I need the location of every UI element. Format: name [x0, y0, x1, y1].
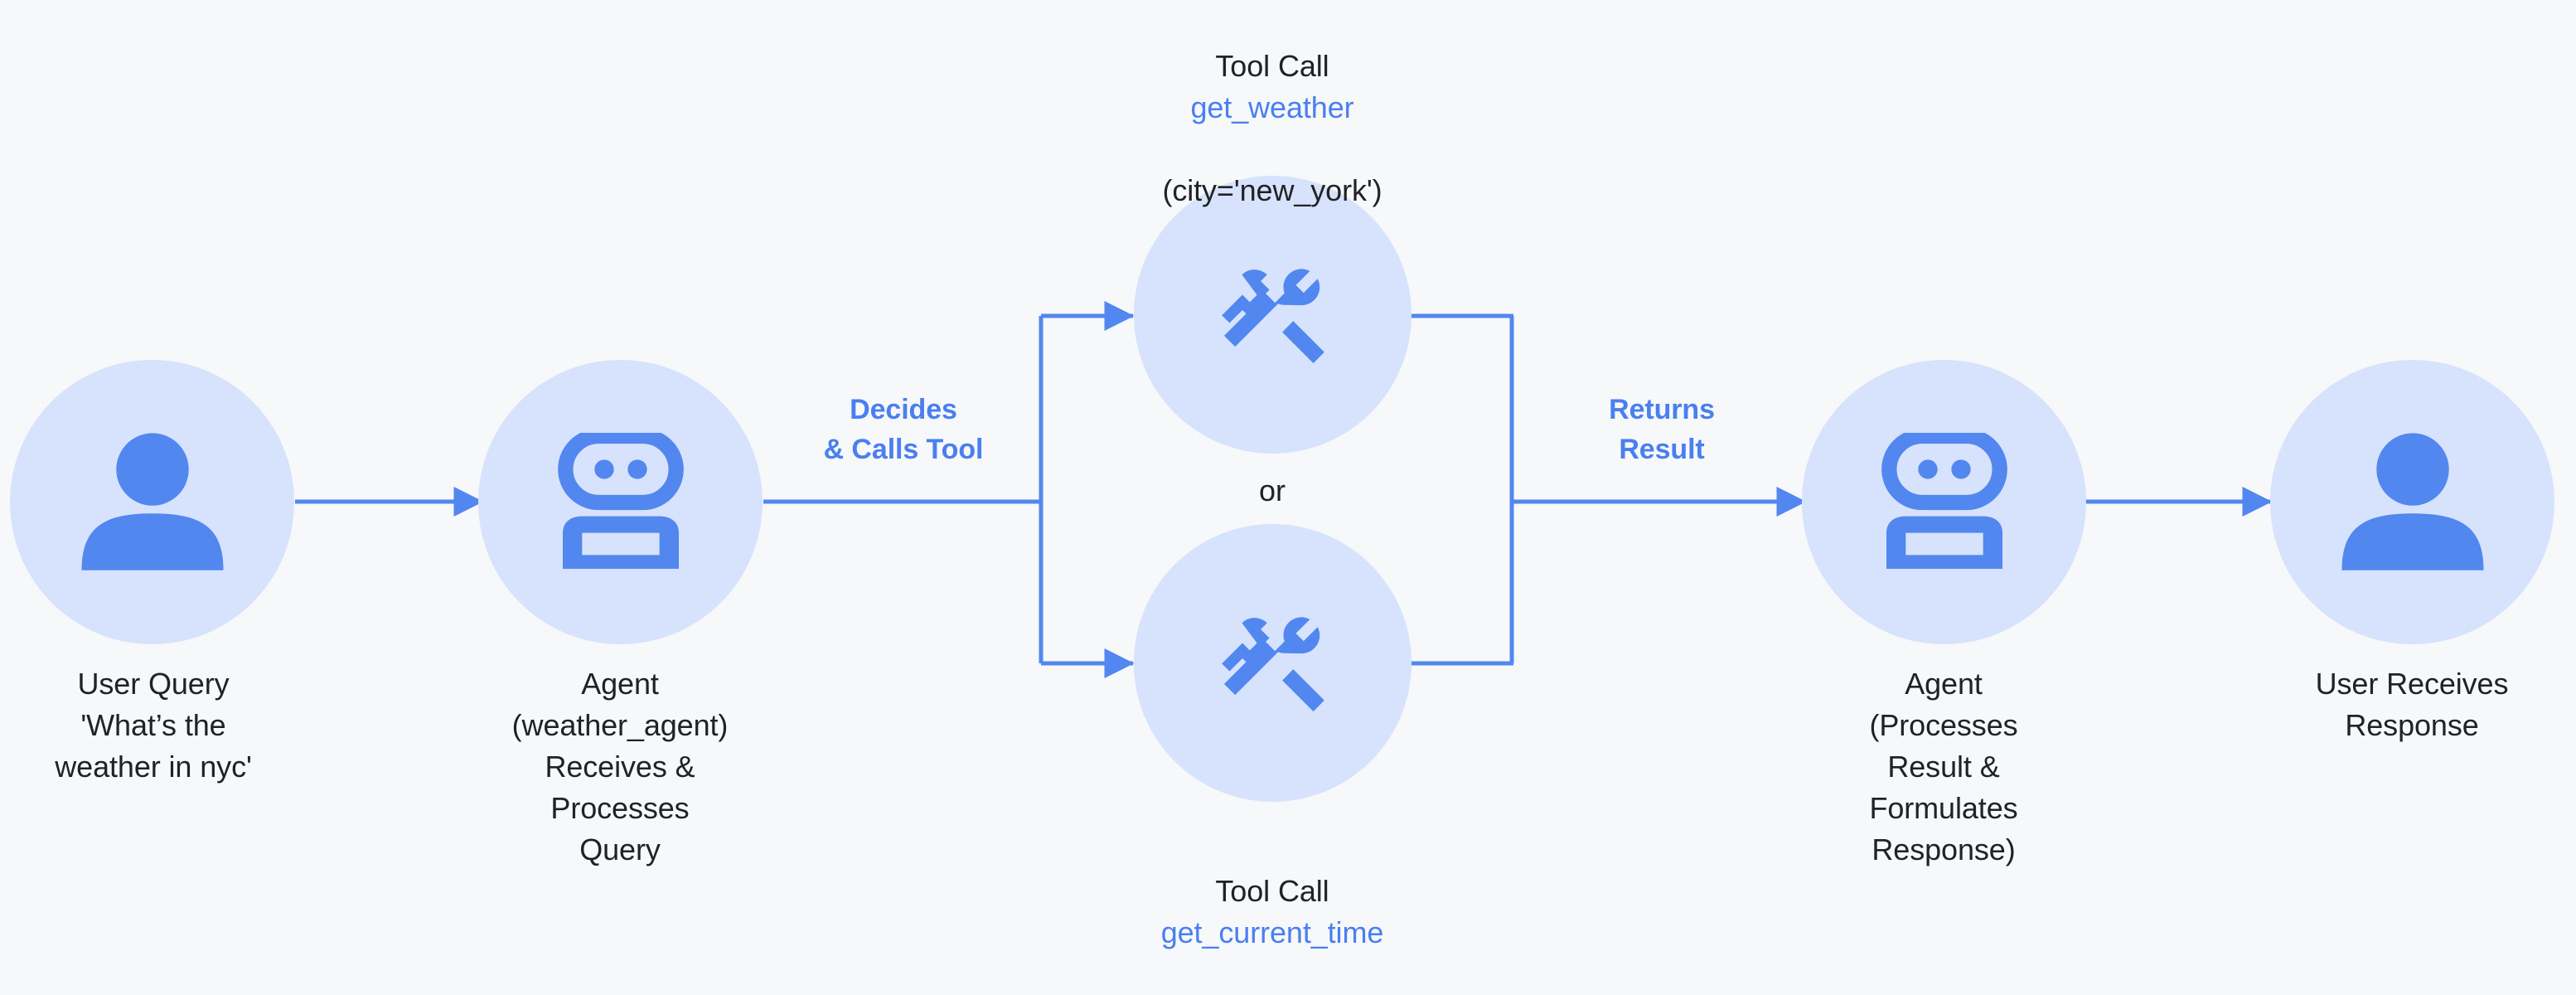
edge-label-returns: Returns Result	[1609, 394, 1715, 465]
node-agent-in[interactable]	[478, 360, 763, 644]
hammer-wrench-icon	[1211, 253, 1335, 377]
caption-tool-bottom-line1: Tool Call	[1215, 874, 1329, 908]
caption-tool-top: Tool Call get_weather (city='new_york')	[1119, 4, 1426, 211]
caption-tool-top-function: get_weather	[1190, 90, 1354, 124]
caption-tool-top-args: (city='new_york')	[1162, 173, 1382, 207]
or-label: or	[1258, 473, 1286, 507]
caption-user-query: User Query 'What’s the weather in nyc'	[55, 667, 252, 784]
node-agent-out[interactable]	[1802, 360, 2086, 644]
robot-icon	[1878, 432, 2011, 572]
robot-icon	[554, 432, 687, 572]
node-tool-top[interactable]	[1134, 176, 1411, 454]
edge-label-decides: Decides & Calls Tool	[823, 394, 984, 465]
node-tool-bottom[interactable]	[1134, 524, 1411, 802]
person-icon	[74, 431, 231, 574]
node-user-response[interactable]	[2270, 360, 2554, 644]
caption-user-response: User Receives Response	[2315, 667, 2509, 742]
caption-tool-bottom: Tool Call get_current_time	[1119, 829, 1426, 995]
caption-tool-top-line1: Tool Call	[1215, 49, 1329, 83]
node-user-query[interactable]	[10, 360, 294, 644]
hammer-wrench-icon	[1211, 601, 1335, 726]
person-icon	[2334, 431, 2491, 574]
caption-tool-bottom-function: get_current_time	[1160, 915, 1384, 949]
caption-agent-in: Agent (weather_agent) Receives & Process…	[511, 667, 729, 866]
caption-agent-out: Agent (Processes Result & Formulates Res…	[1869, 667, 2018, 866]
